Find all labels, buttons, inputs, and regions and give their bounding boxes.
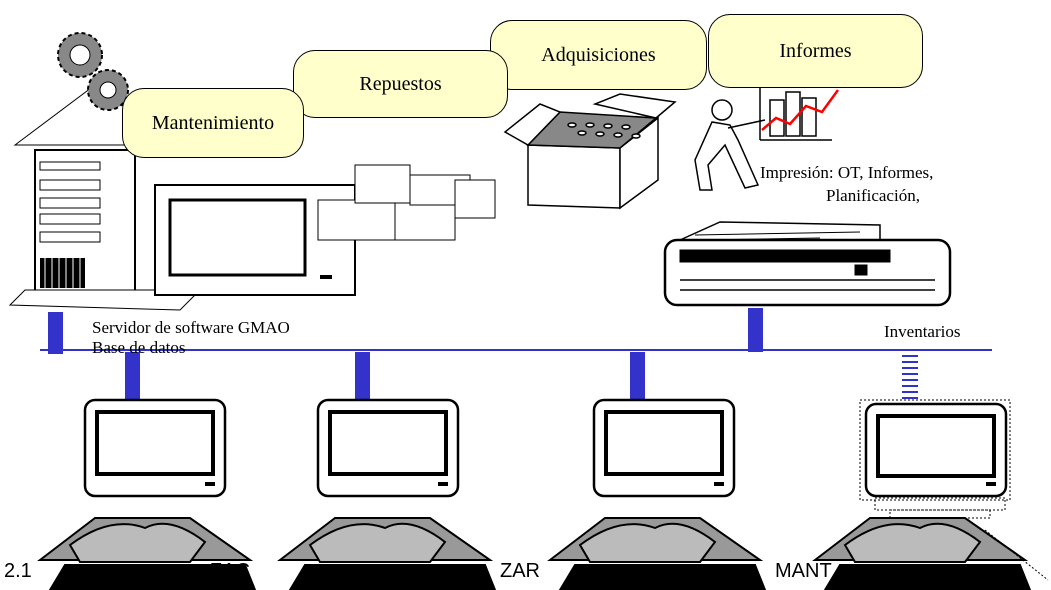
keyboard-hands-icon-4 bbox=[812, 517, 1049, 590]
print-label-line1: Impresión: OT, Informes, bbox=[760, 163, 934, 182]
module-informes: Informes bbox=[708, 14, 923, 88]
inventarios-label: Inventarios bbox=[884, 322, 961, 341]
wireless-link-icon bbox=[902, 349, 918, 399]
server-label-line2: Base de datos bbox=[92, 338, 186, 357]
module-repuestos: Repuestos bbox=[293, 50, 508, 118]
server-tower-icon bbox=[8, 149, 202, 311]
workstation-monitor-1 bbox=[83, 398, 227, 498]
workstation-monitor-3 bbox=[592, 398, 736, 498]
caption-start: 2.1 bbox=[4, 560, 32, 582]
network-connectors bbox=[48, 308, 763, 400]
keyboard-hands-icon-1 bbox=[37, 517, 257, 590]
printer-icon bbox=[663, 221, 952, 307]
open-box-icon bbox=[503, 93, 677, 210]
module-mantenimiento: Mantenimiento bbox=[122, 88, 304, 158]
print-label-line2: Planificación, bbox=[826, 186, 920, 205]
workstation-monitor-2 bbox=[316, 398, 460, 498]
stacked-boxes-icon bbox=[317, 164, 496, 241]
workstation-monitor-4 bbox=[859, 399, 1011, 519]
keyboard-hands-icon-3 bbox=[547, 517, 767, 590]
server-label-line1: Servidor de software GMAO bbox=[92, 318, 290, 337]
keyboard-hands-icon-2 bbox=[277, 517, 497, 590]
presenter-chart-icon bbox=[694, 85, 840, 191]
module-adquisiciones: Adquisiciones bbox=[490, 20, 707, 90]
